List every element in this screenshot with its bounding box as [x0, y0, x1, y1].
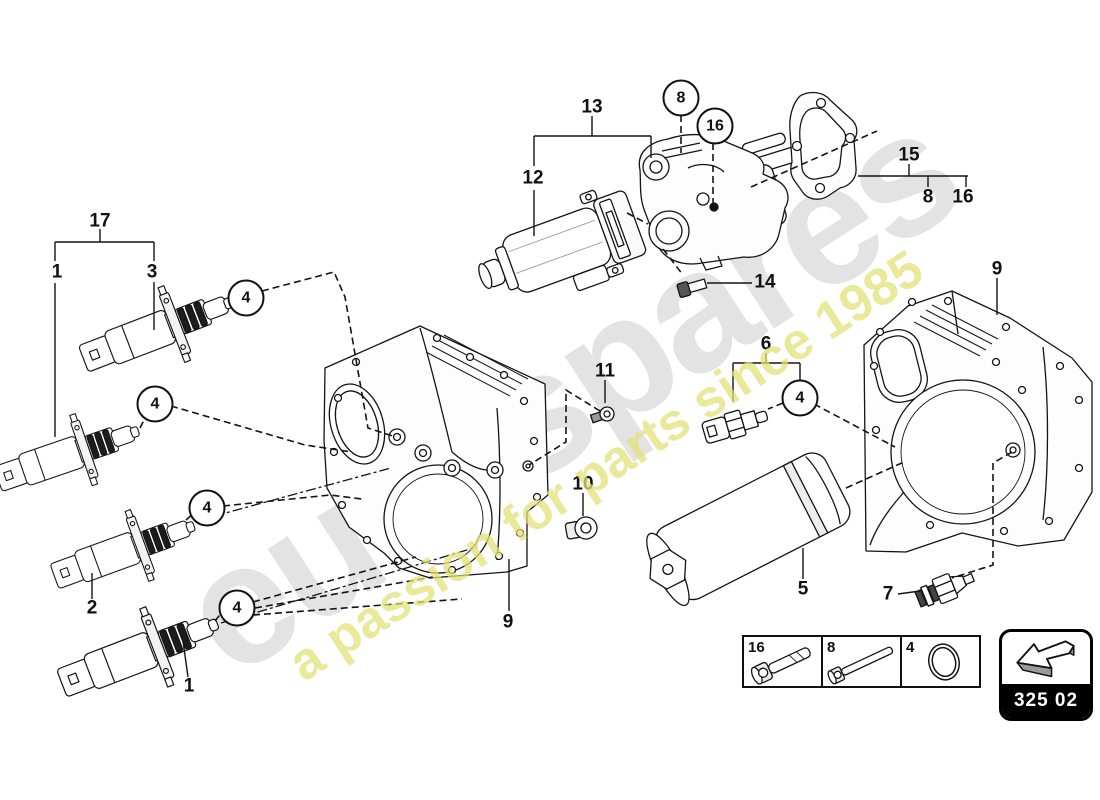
callout-17[interactable]: 17: [89, 210, 111, 232]
page-direction-arrow-icon: [1016, 640, 1075, 678]
long-bolt-icon: [827, 646, 894, 685]
callout-circle-4-d[interactable]: 4: [218, 589, 256, 627]
legend-qty-long-bolt: 8: [827, 639, 836, 656]
solenoid-valve-1-upper-drawing[interactable]: [0, 395, 151, 515]
housing-center-drawing[interactable]: [320, 325, 549, 579]
solenoid-valve-3-drawing[interactable]: [68, 264, 247, 397]
callout-15[interactable]: 15: [898, 144, 920, 166]
screw-11-drawing[interactable]: [589, 405, 616, 425]
gasket-15-drawing[interactable]: [789, 91, 858, 200]
axis-dash-dot-lines: [195, 467, 478, 624]
callout-12[interactable]: 12: [522, 167, 544, 189]
callout-13[interactable]: 13: [581, 96, 603, 118]
section-badge: 325 02: [999, 629, 1093, 721]
plug-10-drawing[interactable]: [564, 515, 598, 542]
callout-circle-4-a[interactable]: 4: [227, 279, 265, 317]
legend-cell-long-bolt: 8: [823, 637, 902, 686]
sensor-6-drawing[interactable]: [701, 403, 771, 446]
callout-2[interactable]: 2: [86, 597, 98, 619]
socket-head-bolt-icon: [750, 647, 811, 685]
o-ring-icon: [928, 643, 960, 681]
callout-1-top[interactable]: 1: [51, 261, 63, 283]
solenoid-valve-2-drawing[interactable]: [41, 490, 208, 612]
legend-cell-o-ring: 4: [902, 637, 979, 686]
accumulator-5-drawing[interactable]: [632, 448, 855, 615]
callout-9-center[interactable]: 9: [502, 611, 514, 633]
screw-14-drawing[interactable]: [676, 277, 708, 299]
callout-11[interactable]: 11: [594, 360, 616, 382]
callout-circle-16[interactable]: 16: [696, 107, 734, 145]
callout-14[interactable]: 14: [754, 271, 776, 293]
callout-9-right[interactable]: 9: [991, 258, 1003, 280]
callout-5[interactable]: 5: [797, 578, 809, 600]
callout-6[interactable]: 6: [760, 333, 772, 355]
callout-circle-8[interactable]: 8: [662, 79, 700, 117]
solenoid-valve-1-lower-drawing[interactable]: [46, 584, 233, 723]
section-code: 325 02: [1002, 684, 1090, 718]
legend-cell-socket-bolt: 16: [744, 637, 823, 686]
fasteners-legend: 16 8: [742, 635, 981, 688]
callout-circle-4-c[interactable]: 4: [188, 489, 226, 527]
callout-10[interactable]: 10: [572, 473, 594, 495]
badge-art-area: [1002, 632, 1090, 684]
callout-leader-lines: [54, 116, 998, 678]
motor-12-drawing[interactable]: [466, 180, 652, 321]
legend-qty-o-ring: 4: [906, 639, 915, 656]
callout-circle-4-b[interactable]: 4: [136, 385, 174, 423]
callout-16-gasket[interactable]: 16: [952, 186, 974, 208]
assembly-dashed-lines: [139, 115, 1013, 622]
sensor-7-drawing[interactable]: [913, 565, 977, 611]
housing-right-drawing[interactable]: [863, 290, 1093, 553]
legend-qty-socket-bolt: 16: [748, 639, 765, 656]
callout-8-gasket[interactable]: 8: [922, 186, 934, 208]
callout-1-bottom[interactable]: 1: [183, 675, 195, 697]
callout-circle-4-right[interactable]: 4: [781, 379, 819, 417]
callout-7[interactable]: 7: [882, 583, 894, 605]
callout-3[interactable]: 3: [146, 261, 158, 283]
